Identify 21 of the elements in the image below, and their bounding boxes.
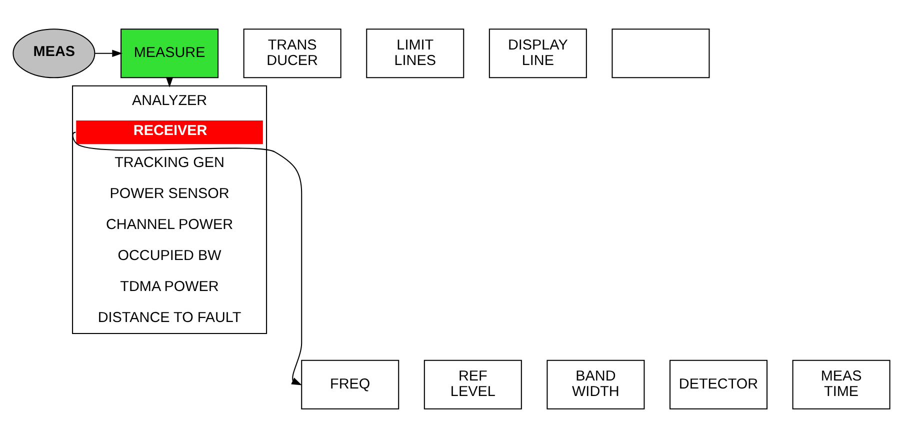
node-box [612, 28, 710, 78]
node-text: CHANNEL POWER [106, 217, 234, 234]
node-box: REF LEVEL [424, 360, 522, 410]
cluster [72, 85, 268, 334]
node-box: TRANS DUCER [243, 28, 342, 78]
node-box: MEASURE [120, 28, 219, 78]
node-text: TDMA POWER [120, 278, 219, 295]
node-ellipse: MEAS [12, 28, 96, 78]
node-text: ANALYZER [132, 93, 208, 110]
node-text: OCCUPIED BW [118, 248, 222, 264]
node-box: FREQ [301, 360, 400, 410]
node-box: BAND WIDTH [546, 360, 645, 410]
node-box: DETECTOR [670, 360, 768, 410]
node-box: RECEIVER [76, 120, 263, 144]
node-text: POWER SENSOR [110, 186, 230, 202]
node-text: DISTANCE TO FAULT [98, 310, 242, 326]
node-text: TRACKING GEN [114, 155, 224, 172]
arrow [95, 50, 122, 57]
node-box: DISPLAY LINE [488, 28, 587, 78]
node-box: LIMIT LINES [366, 28, 464, 78]
node-box: MEAS TIME [792, 360, 890, 410]
